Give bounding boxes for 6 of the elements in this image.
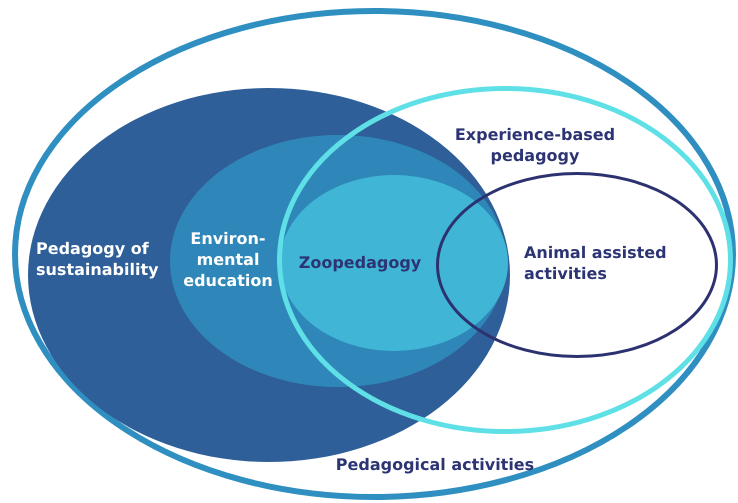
set-label: Zoopedagogy [298,252,422,273]
set-label: Pedagogy of sustainability [36,238,160,280]
set-label: Pedagogical activities [334,454,536,475]
set-label: Experience-based pedagogy [454,124,616,166]
set-label: Environ-mental education [182,228,274,291]
set-label: Animal assisted activities [524,242,668,284]
